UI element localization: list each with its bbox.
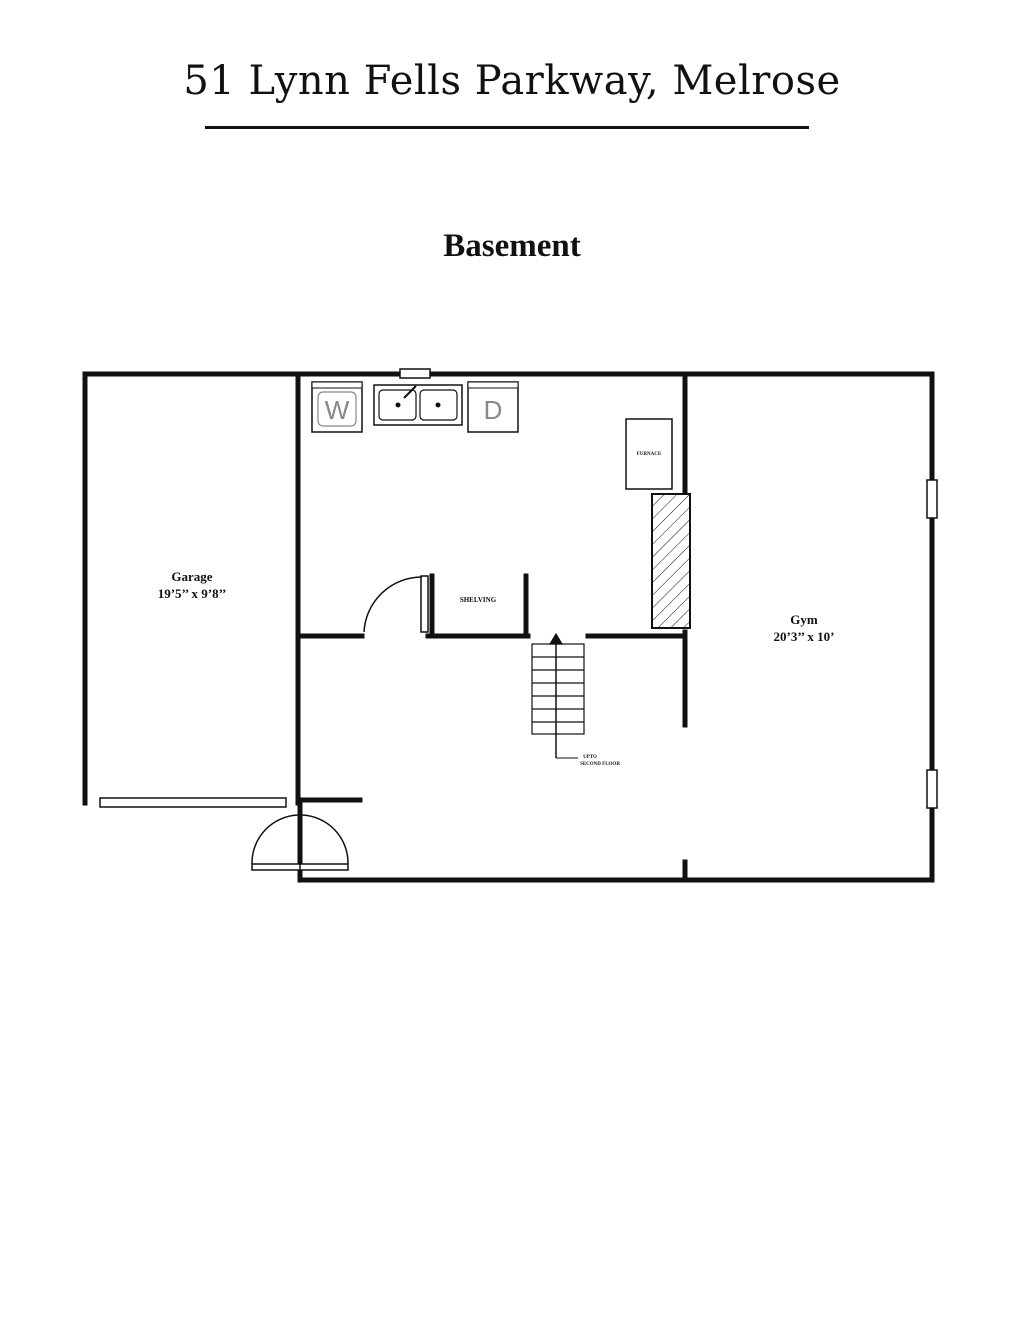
title-underline bbox=[205, 126, 809, 129]
entry-door bbox=[251, 814, 349, 871]
interior-door bbox=[363, 575, 429, 633]
stairs bbox=[531, 632, 585, 759]
dryer: D bbox=[467, 381, 519, 433]
furnace: FURNACE bbox=[625, 418, 673, 490]
dryer-label: D bbox=[484, 395, 503, 425]
top-window bbox=[399, 368, 431, 379]
stairs-label-line1: UPTO bbox=[583, 755, 597, 760]
stairs-label-line2: SECOND FLOOR bbox=[580, 762, 620, 767]
chimney bbox=[651, 493, 691, 629]
shelving-label: SHELVING bbox=[460, 596, 497, 604]
washer-label: W bbox=[325, 395, 350, 425]
garage-door bbox=[99, 797, 287, 808]
furnace-label: FURNACE bbox=[637, 452, 662, 457]
gym-window-lower bbox=[926, 769, 938, 809]
page-title: 51 Lynn Fells Parkway, Melrose bbox=[183, 58, 841, 104]
gym-name: Gym bbox=[790, 612, 818, 627]
floor-label: Basement bbox=[443, 228, 581, 264]
gym-window-upper bbox=[926, 479, 938, 519]
garage-name: Garage bbox=[171, 569, 212, 584]
gym-dims: 20’3’’ x 10’ bbox=[774, 629, 835, 644]
washer: W bbox=[311, 381, 363, 433]
garage-dims: 19’5’’ x 9’8’’ bbox=[158, 586, 227, 601]
walls bbox=[82, 371, 935, 883]
laundry-sink bbox=[373, 384, 463, 426]
